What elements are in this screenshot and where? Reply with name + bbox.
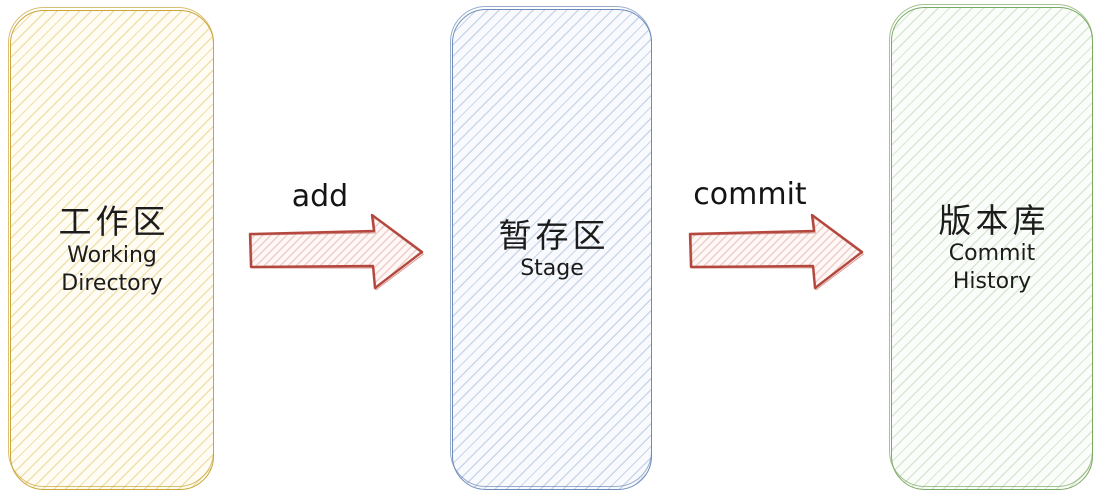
working-directory-subtitle-line1: Working <box>67 242 157 268</box>
stage-subtitle-line1: Stage <box>520 256 584 282</box>
commit-arrow-icon <box>688 213 864 291</box>
add-arrow-icon <box>248 213 424 291</box>
add-arrow-label: add <box>291 179 349 214</box>
commit-history-subtitle-line2: History <box>952 269 1032 295</box>
stage-box: 暂存区 Stage <box>450 6 652 490</box>
commit-history-title: 版本库 <box>938 200 1050 240</box>
working-directory-title: 工作区 <box>58 202 170 242</box>
working-directory-box: 工作区 Working Directory <box>8 7 214 490</box>
commit-history-box: 版本库 Commit History <box>889 4 1093 490</box>
commit-arrow-label: commit <box>693 177 807 212</box>
working-directory-subtitle-line2: Directory <box>61 270 163 296</box>
commit-history-subtitle-line1: Commit <box>948 241 1036 267</box>
stage-title: 暂存区 <box>498 215 610 255</box>
